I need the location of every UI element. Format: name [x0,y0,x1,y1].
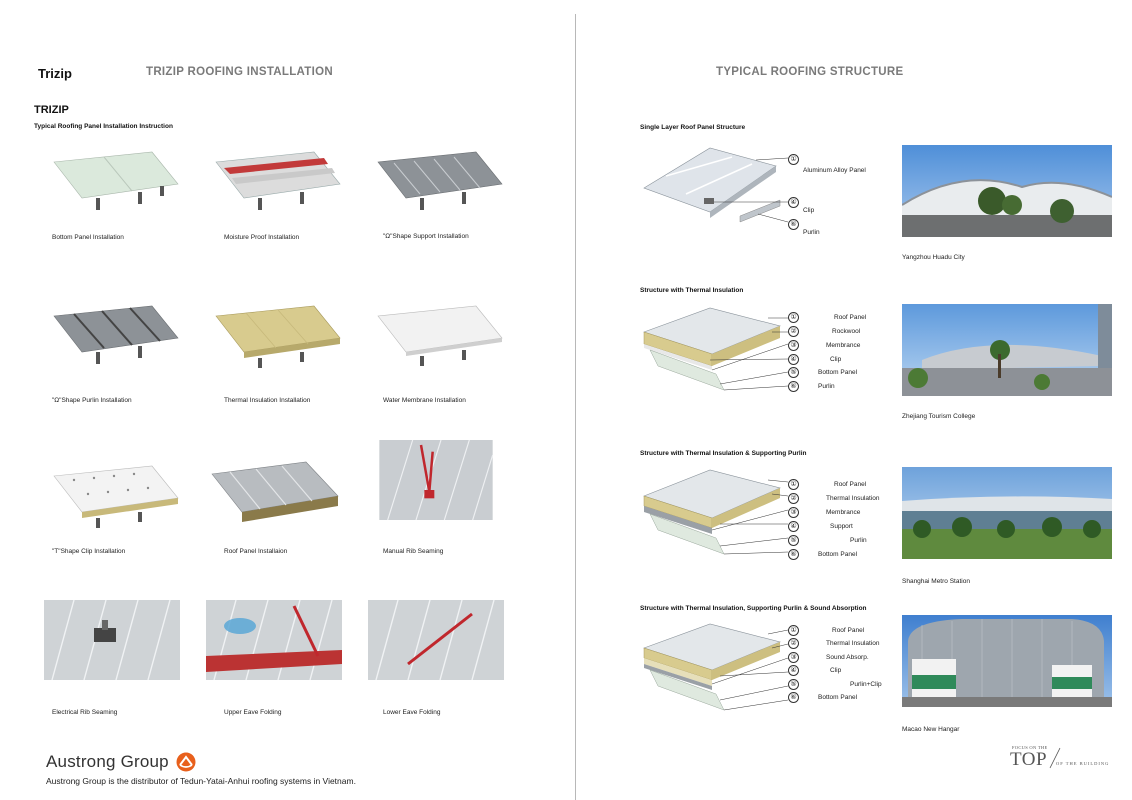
callout-number: ③ [788,507,799,518]
structure-heading: Structure with Thermal Insulation [640,287,744,294]
step-caption: Thermal Insulation Installation [224,397,311,404]
step-caption: Manual Rib Seaming [383,548,444,555]
step-illustration-water-membrane [377,305,503,366]
right-page-title: TYPICAL ROOFING STRUCTURE [716,66,904,78]
step-illustration-t-clip [53,465,179,528]
top-logo-tail: OF THE BUILDING [1056,761,1110,766]
section-title: TRIZIP [34,104,69,116]
step-caption: Electrical Rib Seaming [52,709,118,716]
step-illustration-omega-purlin [53,305,179,364]
step-caption: Upper Eave Folding [224,709,282,716]
step-caption: Moisture Proof Installation [224,234,300,241]
callout-number: ⑥ [788,219,799,230]
callout-number: ① [788,479,799,490]
photo-caption: Zhejiang Tourism College [902,413,976,420]
step-illustration-manual-seaming [379,440,494,520]
callout-number: ② [788,493,799,504]
callout-number: ⑤ [788,367,799,378]
step-illustration-omega-support [377,151,503,210]
step-caption: "Ω"Shape Support Installation [383,233,469,240]
callout-label: Thermal Insulation [826,640,880,647]
step-caption: "Ω"Shape Purlin Installation [52,397,132,404]
callout-number: ③ [788,340,799,351]
project-photo-zhejiang [902,304,1112,396]
step-caption: Bottom Panel Installation [52,234,124,241]
structure-diagram-supporting-purlin [643,469,789,555]
project-photo-yangzhou [902,145,1112,237]
callout-label: Purlin [850,537,867,544]
callout-label: Bottom Panel [818,551,858,558]
callout-label: Rockwool [832,328,861,335]
callout-number: ④ [788,354,799,365]
project-photo-shanghai [902,467,1112,559]
callout-number: ① [788,625,799,636]
callout-number: ⑥ [788,692,799,703]
step-illustration-thermal-insulation [215,305,341,368]
callout-number: ⑥ [788,381,799,392]
callout-number: ② [788,326,799,337]
photo-caption: Shanghai Metro Station [902,578,970,585]
left-page-title: TRIZIP ROOFING INSTALLATION [146,66,333,78]
callout-label: Roof Panel [832,627,865,634]
photo-caption: Yangzhou Huadu City [902,254,965,261]
callout-number: ⑥ [788,549,799,560]
step-illustration-electrical-seaming [44,600,180,680]
project-photo-macao [902,615,1112,707]
callout-label: Membrance [826,342,861,349]
callout-label: Membrance [826,509,861,516]
step-caption: Water Membrane Installation [383,397,466,404]
callout-label: Clip [803,207,815,214]
callout-label: Clip [830,667,842,674]
callout-label: Clip [830,356,842,363]
callout-label: Thermal Insulation [826,495,880,502]
callout-number: ④ [788,521,799,532]
callout-label: Purlin [818,383,835,390]
page-divider [575,14,576,800]
callout-number: ⑤ [788,679,799,690]
callout-label: Purlin+Clip [850,681,882,688]
top-logo-small: FOCUS ON THE [1012,745,1048,750]
step-illustration-bottom-panel [53,151,179,210]
callout-label: Purlin [803,229,820,236]
callout-number: ⑤ [788,535,799,546]
structure-heading: Single Layer Roof Panel Structure [640,124,746,131]
structure-diagram-single-layer [643,147,789,223]
structure-heading: Structure with Thermal Insulation & Supp… [640,450,807,457]
callout-label: Bottom Panel [818,694,858,701]
callout-number: ④ [788,197,799,208]
step-caption: "T"Shape Clip Installation [52,548,126,555]
callout-number: ① [788,312,799,323]
step-caption: Lower Eave Folding [383,709,441,716]
structure-heading: Structure with Thermal Insulation, Suppo… [640,605,867,612]
company-logo-icon [176,752,196,772]
section-subtitle: Typical Roofing Panel Installation Instr… [34,123,173,130]
step-illustration-roof-panel [211,461,339,522]
callout-number: ② [788,638,799,649]
callout-label: Roof Panel [834,481,867,488]
callout-label: Bottom Panel [818,369,858,376]
structure-diagram-thermal-insulation [643,307,789,391]
slash-icon [1049,747,1061,769]
callout-number: ① [788,154,799,165]
step-illustration-lower-eave [368,600,504,680]
top-building-logo: FOCUS ON THE TOP OF THE BUILDING [1010,745,1120,773]
callout-label: Aluminum Alloy Panel [803,167,866,174]
top-logo-big: TOP [1010,749,1048,770]
photo-caption: Macao New Hangar [902,726,960,733]
footer-note: Austrong Group is the distributor of Ted… [46,776,356,786]
brand-name: Trizip [38,66,72,81]
step-illustration-upper-eave [206,600,342,680]
callout-number: ③ [788,652,799,663]
callout-number: ④ [788,665,799,676]
structure-diagram-sound-absorption [643,623,789,711]
callout-label: Sound Absorp. [826,654,869,661]
step-illustration-moisture-proof [215,151,341,210]
company-logo-text: Austrong Group [46,752,169,771]
step-caption: Roof Panel Installaion [224,548,288,555]
callout-label: Roof Panel [834,314,867,321]
callout-label: Support [830,523,853,530]
